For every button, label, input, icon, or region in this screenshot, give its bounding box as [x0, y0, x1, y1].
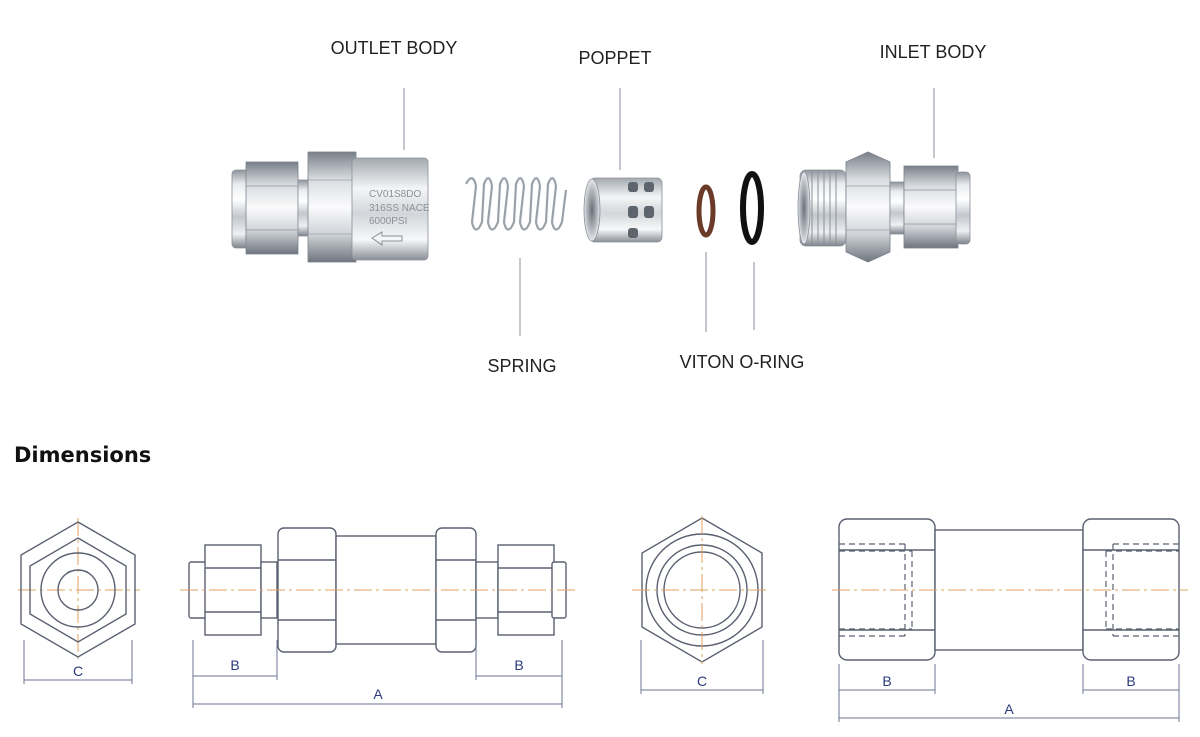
- dim-label-c-pipe: C: [697, 673, 707, 689]
- engraving-line-1: CV01S8DO: [369, 189, 421, 200]
- label-poppet: POPPET: [578, 48, 651, 68]
- tube-end-end-view: [18, 518, 140, 684]
- dim-label-a-pipe: A: [1004, 701, 1014, 717]
- dim-label-c-tube: C: [73, 663, 83, 679]
- dim-label-b-pipe-right: B: [1126, 673, 1135, 689]
- dim-label-b-tube-left: B: [230, 657, 239, 673]
- inlet-body-part: [797, 151, 971, 263]
- dim-label-b-pipe-left: B: [882, 673, 891, 689]
- pipe-end-end-view: [632, 516, 768, 694]
- label-viton-o-ring: VITON O-RING: [680, 352, 805, 372]
- dimensions-heading: Dimensions: [14, 443, 151, 467]
- dim-label-a-tube: A: [373, 686, 383, 702]
- engraving-line-2: 316SS NACE: [369, 203, 430, 214]
- engraving-line-3: 6000PSI: [369, 216, 407, 227]
- outlet-body-part: CV01S8DO 316SS NACE 6000PSI: [231, 151, 430, 263]
- label-inlet-body: INLET BODY: [880, 42, 987, 62]
- viton-o-ring-part: [696, 184, 716, 238]
- flow-arrow-icon: [371, 231, 403, 246]
- label-outlet-body: OUTLET BODY: [331, 38, 458, 58]
- spring-part: [465, 177, 568, 231]
- label-spring: SPRING: [487, 356, 556, 376]
- poppet-part: [583, 177, 663, 243]
- dim-label-b-tube-right: B: [514, 657, 523, 673]
- pipe-end-side-view: [832, 518, 1188, 722]
- black-o-ring-part: [740, 171, 764, 245]
- tube-end-side-view: [180, 527, 578, 708]
